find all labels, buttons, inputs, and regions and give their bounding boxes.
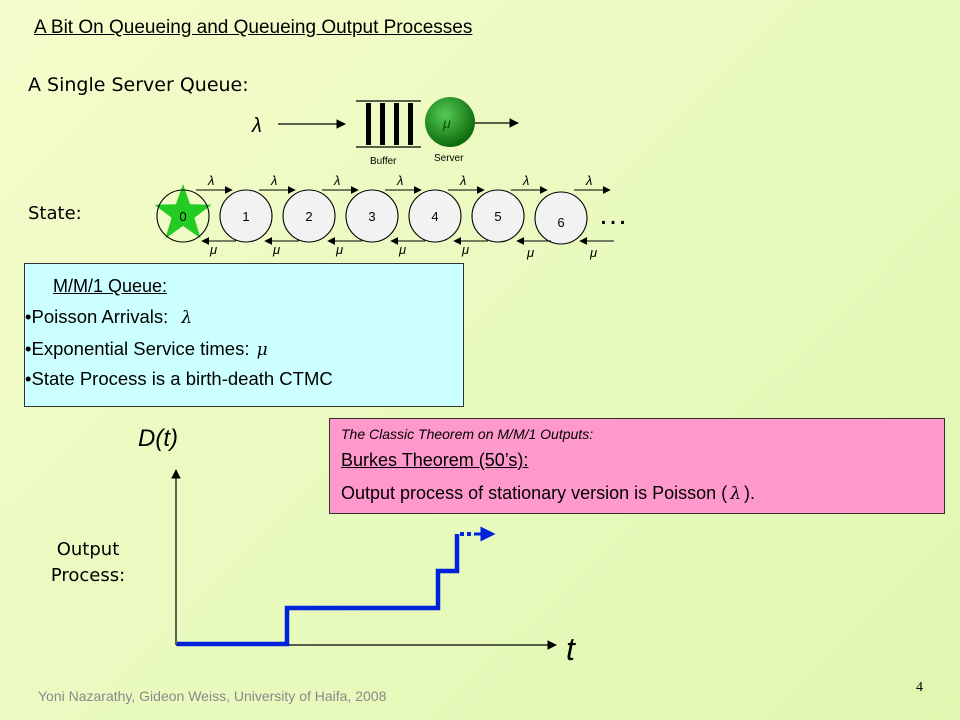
bullet: •: [25, 338, 32, 359]
state-number: 5: [494, 209, 501, 224]
lambda-symbol: λ: [522, 173, 529, 188]
state-number: 2: [305, 209, 312, 224]
state-number: 4: [431, 209, 438, 224]
state-number: 1: [242, 209, 249, 224]
bullet: •: [25, 306, 32, 327]
mu-symbol: μ: [256, 340, 268, 360]
output-step-line: [177, 534, 460, 647]
buffer-label: Buffer: [370, 156, 397, 167]
mu-symbol: μ: [272, 242, 280, 257]
page-number: 4: [916, 680, 923, 695]
lambda-symbol: λ: [207, 173, 214, 188]
mm1-info-box: M/M/1 Queue: •Poisson Arrivals: λ •Expon…: [24, 263, 464, 407]
buffer: [356, 100, 421, 148]
output-process-label: Output Process:: [28, 537, 148, 589]
mu-symbol: μ: [398, 242, 406, 257]
ellipsis: …: [598, 198, 628, 231]
theorem-statement-text: Output process of stationary version is …: [341, 483, 728, 503]
mm1-title: M/M/1 Queue:: [53, 276, 168, 296]
arrival-lambda-symbol: λ: [251, 115, 262, 137]
theorem-statement: Output process of stationary version is …: [341, 483, 755, 504]
star-icon: [154, 184, 212, 239]
server-label: Server: [434, 153, 464, 164]
lambda-symbol: λ: [270, 173, 277, 188]
state-number: 3: [368, 209, 375, 224]
poisson-arrivals-text: Poisson Arrivals:: [31, 306, 169, 327]
state-number: 6: [557, 215, 564, 230]
theorem-title: Burkes Theorem (50’s):: [341, 450, 529, 470]
service-times-text: Exponential Service times:: [31, 338, 250, 359]
single-server-label: A Single Server Queue:: [28, 74, 249, 96]
state-circle: [345, 189, 399, 243]
server-mu-symbol: μ: [442, 115, 451, 131]
mu-symbol: μ: [209, 242, 217, 257]
state-label: State:: [28, 203, 82, 224]
lambda-symbol: λ: [333, 173, 340, 188]
state-circle: [408, 189, 462, 243]
lambda-symbol: λ: [459, 173, 466, 188]
server-circle: [425, 97, 475, 147]
mm1-bullet-service: •Exponential Service times: μ: [25, 338, 268, 360]
state-circle: [534, 191, 588, 245]
state-number: 0: [179, 209, 186, 224]
mu-symbol: μ: [526, 245, 534, 260]
mm1-bullet-ctmc: •State Process is a birth-death CTMC: [25, 368, 333, 390]
lambda-symbol: λ: [396, 173, 403, 188]
state-circle: [471, 189, 525, 243]
y-axis-label: D(t): [138, 425, 178, 452]
theorem-statement-end: ).: [743, 483, 755, 503]
burke-theorem-box: The Classic Theorem on M/M/1 Outputs: Bu…: [329, 418, 945, 514]
bullet: •: [25, 368, 32, 389]
state-circle: [282, 189, 336, 243]
mu-symbol: μ: [461, 242, 469, 257]
output-label-line2: Process:: [50, 565, 126, 586]
lambda-symbol: λ: [181, 308, 193, 328]
mm1-bullet-poisson: •Poisson Arrivals: λ: [25, 306, 192, 328]
slide-footer: Yoni Nazarathy, Gideon Weiss, University…: [38, 688, 387, 704]
lambda-symbol: λ: [730, 484, 741, 504]
theorem-subtitle: The Classic Theorem on M/M/1 Outputs:: [341, 426, 594, 442]
mu-symbol: μ: [335, 242, 343, 257]
state-circle: [219, 189, 273, 243]
output-label-line1: Output: [56, 539, 120, 560]
mu-symbol: μ: [589, 245, 597, 260]
state-circle: [156, 189, 210, 243]
slide-title: A Bit On Queueing and Queueing Output Pr…: [34, 17, 473, 38]
ctmc-text: State Process is a birth-death CTMC: [31, 368, 333, 389]
x-axis-label: t: [566, 631, 576, 667]
lambda-symbol: λ: [585, 173, 592, 188]
